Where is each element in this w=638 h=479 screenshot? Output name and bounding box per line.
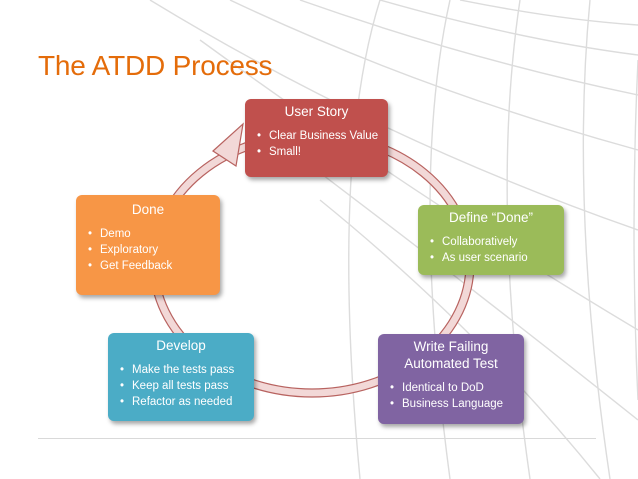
footer-divider	[38, 438, 596, 439]
bullet-item: Collaboratively	[430, 234, 556, 250]
cycle-arrowhead	[212, 122, 244, 168]
bullet-item: Refactor as needed	[120, 394, 246, 410]
bullet-item: Get Feedback	[88, 258, 212, 274]
bullet-item: Business Language	[390, 396, 516, 412]
step-title-line2: Automated Test	[404, 356, 498, 371]
bullet-item: Exploratory	[88, 242, 212, 258]
step-title: Develop	[156, 338, 206, 353]
bullet-item: Make the tests pass	[120, 362, 246, 378]
bullet-item: As user scenario	[430, 250, 556, 266]
bullet-item: Small!	[257, 144, 380, 160]
step-define-done: Define “Done” Collaboratively As user sc…	[418, 205, 564, 275]
bullet-list: Collaboratively As user scenario	[426, 234, 556, 266]
bullet-item: Identical to DoD	[390, 380, 516, 396]
slide-title: The ATDD Process	[38, 50, 273, 81]
step-write-failing-test: Write Failing Automated Test Identical t…	[378, 334, 524, 424]
bullet-item: Demo	[88, 226, 212, 242]
bullet-list: Make the tests pass Keep all tests pass …	[116, 362, 246, 410]
bullet-list: Clear Business Value Small!	[253, 128, 380, 160]
step-user-story: User Story Clear Business Value Small!	[245, 99, 388, 177]
step-title: Done	[131, 202, 165, 217]
bullet-list: Demo Exploratory Get Feedback	[84, 226, 212, 274]
bullet-item: Clear Business Value	[257, 128, 380, 144]
step-develop: Develop Make the tests pass Keep all tes…	[108, 333, 254, 421]
bullet-list: Identical to DoD Business Language	[386, 380, 516, 412]
step-done: Done Demo Exploratory Get Feedback	[76, 195, 220, 295]
step-title: User Story	[284, 104, 349, 119]
step-title-line1: Write Failing	[413, 339, 489, 354]
step-title: Define “Done”	[448, 210, 534, 225]
bullet-item: Keep all tests pass	[120, 378, 246, 394]
